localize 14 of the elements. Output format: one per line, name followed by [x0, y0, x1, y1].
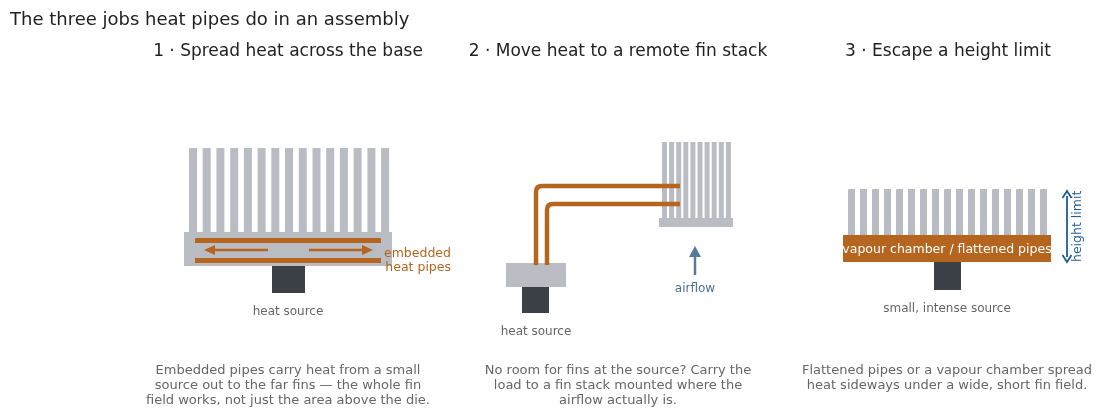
source-label: heat source — [252, 304, 324, 318]
panel-caption: Flattened pipes or a vapour chamber spread heat sideways under a wide, short fin field. — [800, 362, 1093, 392]
vapour-chamber-bar: vapour chamber / flattened pipes — [843, 235, 1051, 262]
panel-heading: 1 · Spread heat across the base — [153, 40, 423, 60]
diagram-title: The three jobs heat pipes do in an assembly — [10, 8, 410, 29]
airflow-label: airflow — [674, 281, 716, 295]
panel-caption: No room for fins at the source? Carry the load to a fin stack mounted where the airflow actually is. — [483, 362, 753, 407]
panel-heading: 2 · Move heat to a remote fin stack — [468, 40, 768, 60]
source-label: heat source — [500, 324, 572, 338]
panel-caption: Embedded pipes carry heat from a small source out to the far fins — the whole fin field works, not just the area above the die. — [145, 362, 431, 407]
callout-label: embedded heat pipes — [383, 246, 451, 274]
dimension-label: height limit — [1070, 191, 1084, 262]
panel-heading: 3 · Escape a height limit — [845, 40, 1051, 60]
source-label: small, intense source — [883, 301, 1011, 315]
